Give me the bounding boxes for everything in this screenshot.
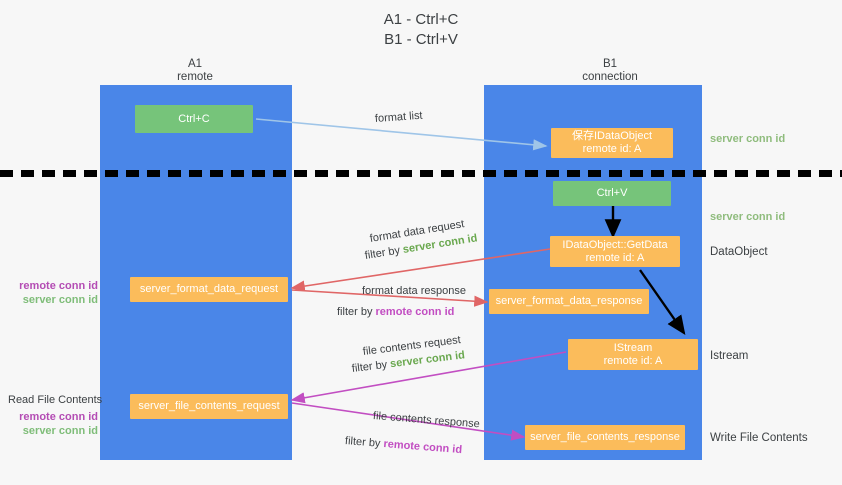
node-istream[interactable]: IStream remote id: A xyxy=(568,339,698,370)
filter-key-remote-1: remote conn id xyxy=(375,306,455,318)
edge-label-format-data-response-filter: filter by remote conn id xyxy=(337,305,454,320)
right-note-write-file-contents: Write File Contents xyxy=(710,432,808,444)
column-header-a1: A1 remote xyxy=(130,58,260,84)
edge-label-format-list: format list xyxy=(374,109,423,125)
node-file-resp-label: server_file_contents_response xyxy=(530,431,680,443)
node-server-file-contents-response[interactable]: server_file_contents_response xyxy=(525,425,685,450)
node-istream-title: IStream xyxy=(613,341,653,354)
node-save-idataobject-title: 保存IDataObject xyxy=(571,130,653,142)
node-save-idataobject-subtitle: remote id: A xyxy=(582,143,642,155)
edge-label-file-contents-response-filter: filter by remote conn id xyxy=(344,434,463,458)
left-note-conn-ids-2: remote conn id server conn id xyxy=(10,410,98,438)
node-ctrl-v[interactable]: Ctrl+V xyxy=(553,181,671,206)
left-note-1-server: server conn id xyxy=(22,294,98,306)
right-note-istream: Istream xyxy=(710,350,749,362)
filter-prefix-3: filter by xyxy=(351,358,391,375)
column-a1-name: A1 xyxy=(187,58,203,70)
title-line-2: B1 - Ctrl+V xyxy=(384,31,458,48)
node-getdata-title: IDataObject::GetData xyxy=(562,238,668,251)
filter-prefix-4: filter by xyxy=(344,435,384,451)
node-server-format-data-response[interactable]: server_format_data_response xyxy=(489,289,649,314)
right-note-dataobject: DataObject xyxy=(710,246,768,258)
left-note-2-remote: remote conn id xyxy=(19,411,98,423)
left-note-2-server: server conn id xyxy=(22,425,98,437)
node-getdata-subtitle: remote id: A xyxy=(585,251,645,264)
node-ctrl-c-label: Ctrl+C xyxy=(178,112,210,125)
edge-label-format-data-response: format data response xyxy=(362,285,466,297)
node-file-req-label: server_file_contents_request xyxy=(138,400,280,412)
node-ctrl-v-label: Ctrl+V xyxy=(596,187,628,199)
node-save-idataobject[interactable]: 保存IDataObject remote id: A xyxy=(551,128,673,158)
column-b1-role: connection xyxy=(582,71,638,83)
right-note-server-conn-id-top: server conn id xyxy=(710,133,786,145)
phase-divider xyxy=(0,170,842,177)
node-server-file-contents-request[interactable]: server_file_contents_request xyxy=(130,394,288,419)
filter-prefix-2: filter by xyxy=(337,306,376,318)
node-server-format-data-request[interactable]: server_format_data_request xyxy=(130,277,288,302)
column-b1-name: B1 xyxy=(602,58,618,70)
left-note-conn-ids-1: remote conn id server conn id xyxy=(10,279,98,307)
filter-prefix-1: filter by xyxy=(363,244,404,262)
left-note-read-file-contents: Read File Contents xyxy=(8,394,103,406)
edge-label-file-contents-response: file contents response xyxy=(372,410,481,431)
column-header-b1: B1 connection xyxy=(545,58,675,84)
column-a1-role: remote xyxy=(177,71,213,83)
filter-key-remote-2: remote conn id xyxy=(382,438,463,457)
node-fmt-resp-label: server_format_data_response xyxy=(495,295,643,307)
node-istream-subtitle: remote id: A xyxy=(603,354,663,367)
left-note-1-remote: remote conn id xyxy=(19,280,98,292)
node-fmt-req-label: server_format_data_request xyxy=(139,283,279,295)
page-title: A1 - Ctrl+C B1 - Ctrl+V xyxy=(0,10,842,50)
node-idataobject-getdata[interactable]: IDataObject::GetData remote id: A xyxy=(550,236,680,267)
node-ctrl-c[interactable]: Ctrl+C xyxy=(135,105,253,133)
title-line-1: A1 - Ctrl+C xyxy=(383,11,459,28)
right-note-server-conn-id-mid: server conn id xyxy=(710,211,786,223)
